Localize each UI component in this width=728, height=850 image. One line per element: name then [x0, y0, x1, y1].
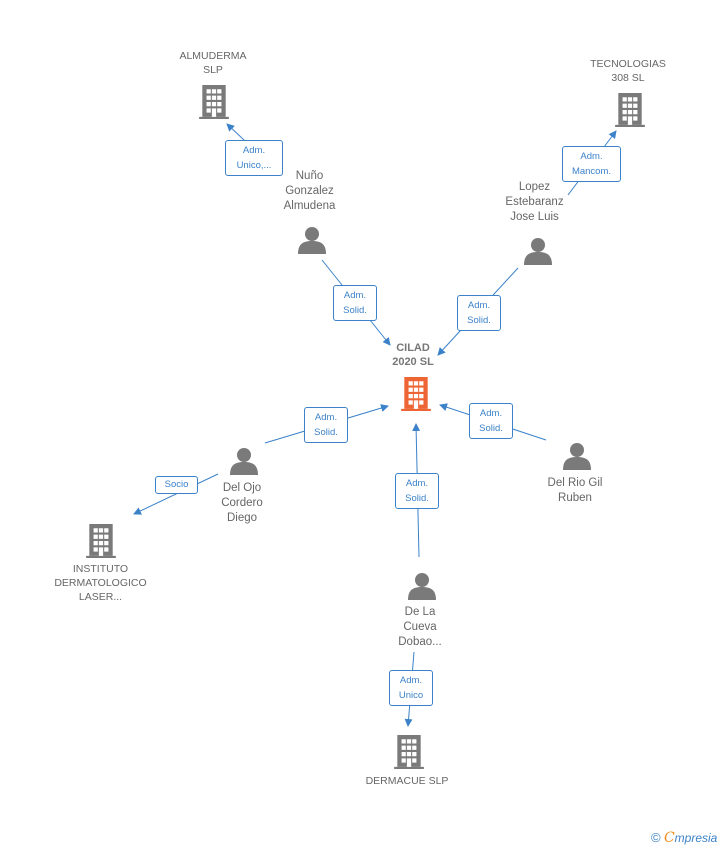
- edge-label-delacueva-center[interactable]: Adm. Solid.: [395, 473, 439, 509]
- edge-label-delojo-center[interactable]: Adm. Solid.: [304, 407, 348, 443]
- tecnologias-building-icon[interactable]: [615, 93, 645, 127]
- edge-label-delojo-instituto[interactable]: Socio: [155, 476, 198, 494]
- edge-label-nuno-center[interactable]: Adm. Solid.: [333, 285, 377, 321]
- delojo-person-icon[interactable]: [230, 448, 258, 475]
- delrio-person-icon[interactable]: [563, 443, 591, 470]
- center-company-label[interactable]: CILAD 2020 SL: [392, 342, 434, 368]
- edge-label-lopez-center[interactable]: Adm. Solid.: [457, 295, 501, 331]
- brand-logo-initial: C: [663, 830, 675, 846]
- delacueva-label[interactable]: De La Cueva Dobao...: [398, 606, 442, 648]
- edge-label-delacueva-dermacue[interactable]: Adm. Unico: [389, 670, 433, 706]
- edge-label-delrio-center[interactable]: Adm. Solid.: [469, 403, 513, 439]
- instituto-building-icon[interactable]: [86, 524, 116, 558]
- delacueva-person-icon[interactable]: [408, 573, 436, 600]
- nuno-label[interactable]: Nuño Gonzalez Almudena: [283, 170, 336, 212]
- brand-logo-text: mpresia: [674, 831, 718, 845]
- dermacue-label[interactable]: DERMACUE SLP: [365, 775, 449, 787]
- almuderma-label[interactable]: ALMUDERMA SLP: [179, 50, 247, 76]
- edge-delojo-instituto: [133, 473, 219, 515]
- dermacue-building-icon[interactable]: [394, 735, 424, 769]
- almuderma-building-icon[interactable]: [199, 85, 229, 119]
- edge-label-lopez-tecnologias[interactable]: Adm. Mancom.: [562, 146, 621, 182]
- lopez-label[interactable]: Lopez Estebaranz Jose Luis: [505, 181, 564, 223]
- instituto-label[interactable]: INSTITUTO DERMATOLOGICO LASER...: [54, 563, 147, 603]
- center-building-icon[interactable]: [401, 377, 431, 411]
- brand-footer: © Cmpresia: [651, 830, 717, 846]
- edge-label-nuno-almuderma[interactable]: Adm. Unico,...: [225, 140, 283, 176]
- delrio-label[interactable]: Del Rio Gil Ruben: [547, 477, 603, 504]
- copyright-symbol: ©: [651, 830, 661, 845]
- tecnologias-label[interactable]: TECNOLOGIAS 308 SL: [590, 58, 666, 84]
- nuno-person-icon[interactable]: [298, 227, 326, 254]
- delojo-label[interactable]: Del Ojo Cordero Diego: [221, 482, 263, 524]
- lopez-person-icon[interactable]: [524, 238, 552, 265]
